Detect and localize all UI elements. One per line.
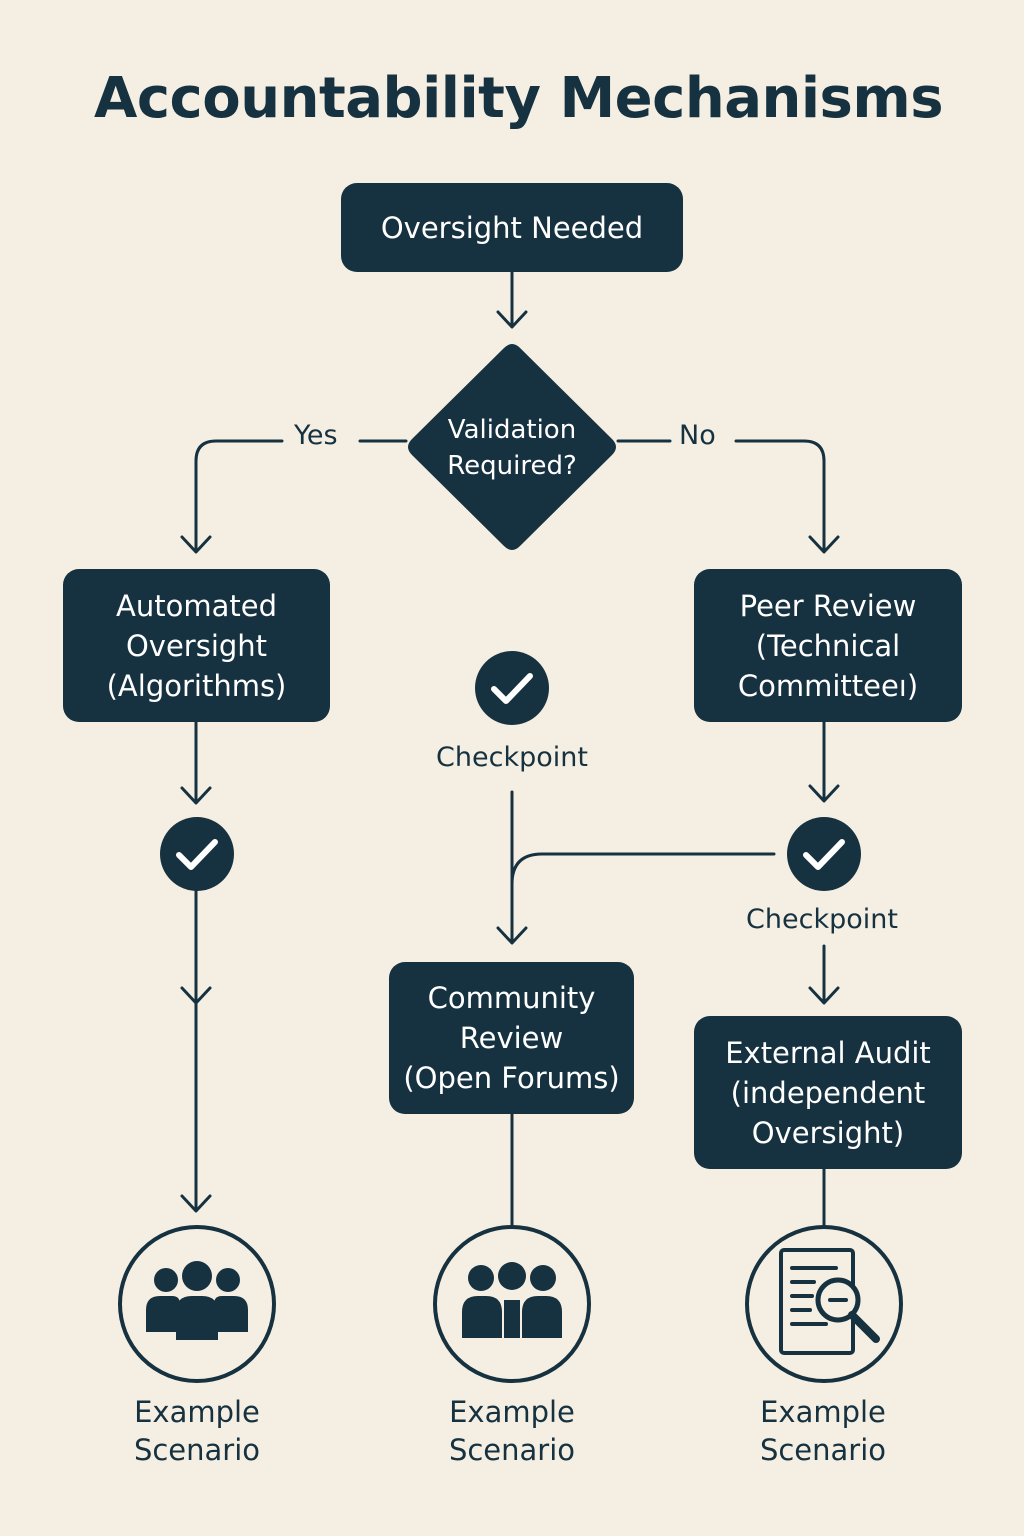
node-peer-review: Peer Review (Technical Committeeı) [694, 569, 962, 722]
community-line-1: Community [427, 981, 596, 1015]
checkpoint-center-label: Checkpoint [436, 742, 588, 773]
edge-check-to-community [510, 852, 776, 886]
arrowhead-scenario-left [180, 1194, 212, 1213]
scenario-center-label: Example Scenario [412, 1393, 612, 1469]
edge-label-no: No [679, 420, 716, 451]
edge-label-yes: Yes [294, 420, 338, 451]
community-line-2: Review [459, 1021, 564, 1055]
scenario-center-line-2: Scenario [448, 1433, 576, 1467]
arrowhead-start [496, 310, 528, 329]
peer-line-1: Peer Review [739, 588, 917, 623]
checkpoint-right-label: Checkpoint [746, 904, 898, 935]
node-automated-oversight: Automated Oversight (Algorithms) [63, 569, 330, 722]
edge-no-down [734, 439, 826, 553]
node-oversight-needed-label: Oversight Needed [380, 210, 644, 245]
node-community-review: Community Review (Open Forums) [389, 962, 634, 1114]
scenario-left-group-people-icon [118, 1225, 276, 1383]
peer-line-2: (Technical [755, 628, 901, 663]
scenario-left-label: Example Scenario [97, 1393, 297, 1469]
audit-line-2: (independent [730, 1075, 926, 1110]
node-oversight-needed: Oversight Needed [341, 183, 683, 272]
edge-yes-down [194, 439, 284, 553]
checkpoint-center-icon [475, 651, 549, 725]
arrowhead-audit [808, 986, 840, 1005]
arrowhead-automated [180, 786, 212, 805]
checkpoint-right-icon [787, 817, 861, 891]
scenario-center-line-1: Example [449, 1395, 575, 1429]
scenario-center-group-people-icon [433, 1225, 591, 1383]
scenario-right-document-search-icon [745, 1225, 903, 1383]
automated-line-3: (Algorithms) [106, 668, 287, 703]
audit-line-3: Oversight) [751, 1115, 905, 1150]
node-external-audit: External Audit (independent Oversight) [694, 1016, 962, 1169]
arrowhead-no [808, 535, 840, 554]
scenario-right-line-2: Scenario [759, 1433, 887, 1467]
decision-line-2: Required? [447, 451, 577, 481]
arrowhead-yes [180, 535, 212, 554]
scenario-left-line-2: Scenario [133, 1433, 261, 1467]
arrowhead-peer [808, 784, 840, 803]
automated-line-1: Automated [116, 588, 277, 623]
community-line-3: (Open Forums) [403, 1061, 620, 1095]
decision-diamond [408, 340, 616, 550]
peer-line-3: Committeeı) [737, 668, 919, 703]
node-validation-required-label: Validation Required? [412, 410, 612, 486]
decision-line-1: Validation [447, 415, 577, 445]
arrowhead-community [496, 926, 528, 945]
arrowhead-mid-left [180, 986, 212, 1005]
page-title: Accountability Mechanisms [94, 66, 944, 131]
scenario-left-line-1: Example [134, 1395, 260, 1429]
checkpoint-left-icon [160, 817, 234, 891]
scenario-right-label: Example Scenario [723, 1393, 923, 1469]
scenario-right-line-1: Example [760, 1395, 886, 1429]
audit-line-1: External Audit [725, 1035, 931, 1070]
automated-line-2: Oversight [125, 628, 268, 663]
